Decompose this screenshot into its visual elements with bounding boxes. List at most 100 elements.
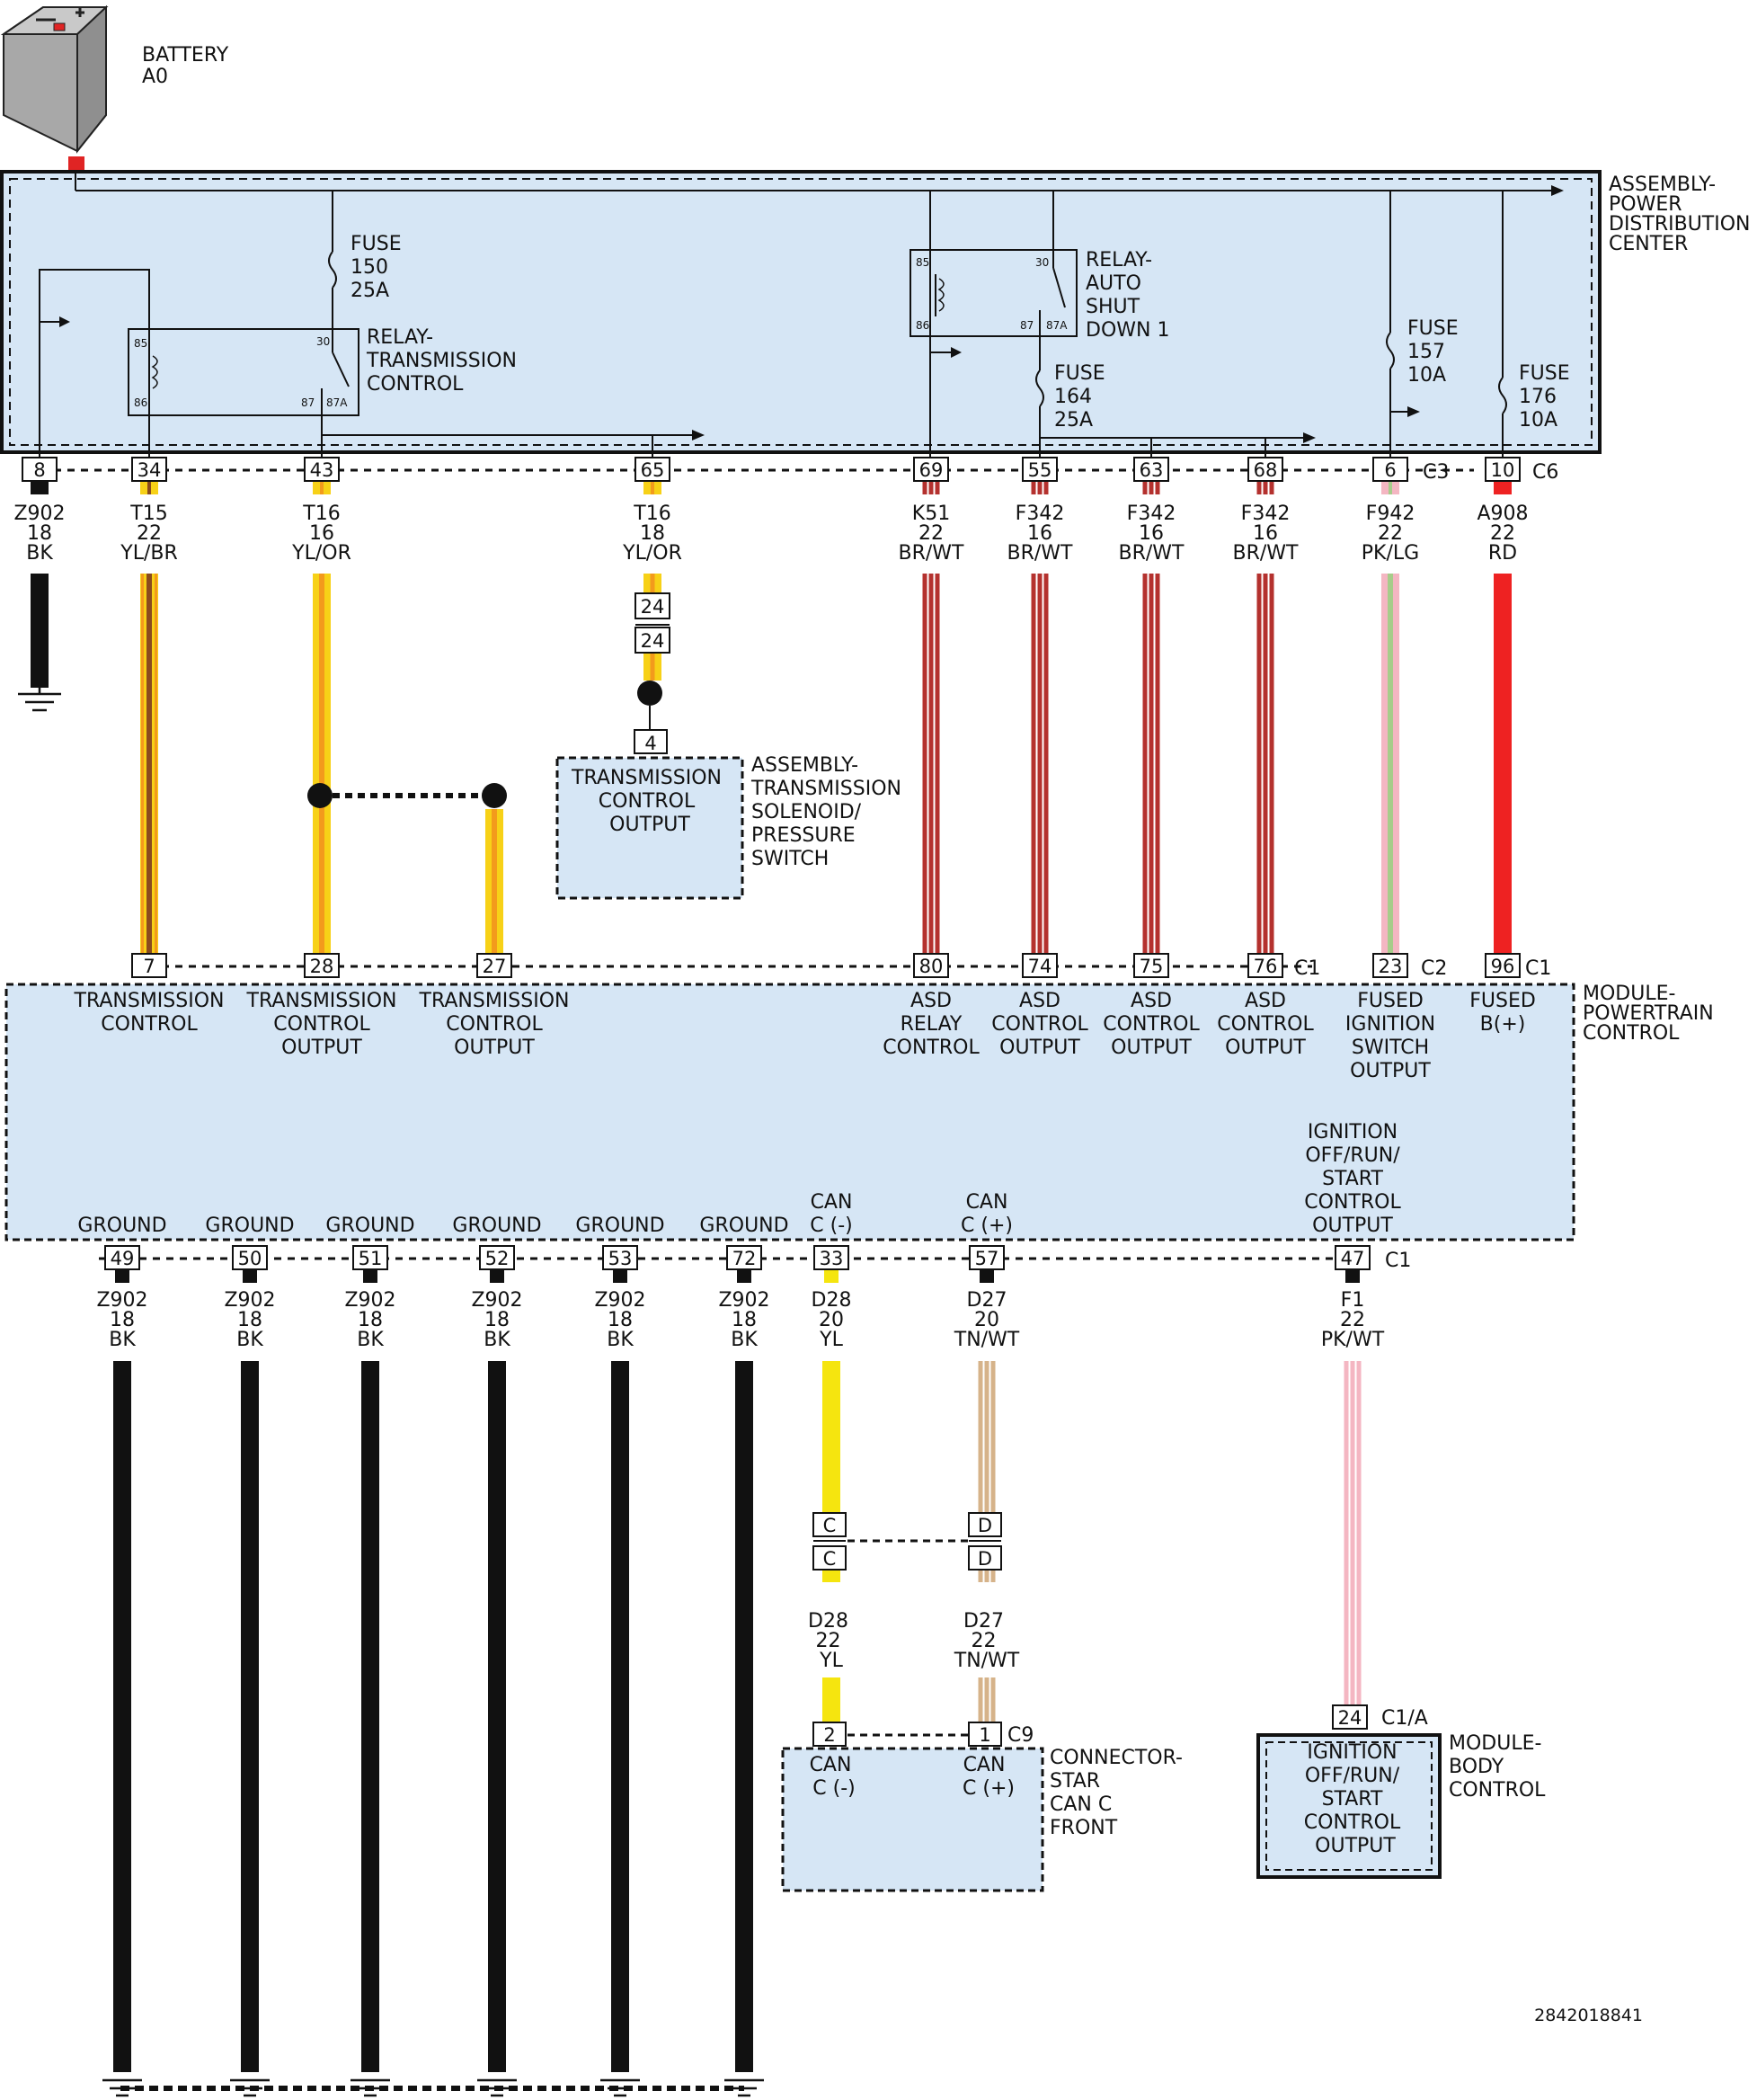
svg-text:47: 47 bbox=[1341, 1248, 1365, 1269]
svg-text:BR/WT: BR/WT bbox=[1119, 542, 1185, 565]
svg-text:7: 7 bbox=[143, 956, 155, 977]
bcm-box bbox=[1256, 1733, 1442, 1879]
pdc-pin-65 bbox=[634, 457, 670, 482]
svg-text:18: 18 bbox=[732, 1309, 757, 1331]
wire-t16-solenoid bbox=[643, 574, 661, 593]
svg-text:1: 1 bbox=[979, 1724, 990, 1746]
pcm-pin-7 bbox=[131, 953, 167, 978]
ground-icon bbox=[351, 2078, 390, 2097]
arrow-icon bbox=[692, 430, 705, 440]
svg-text:Z902: Z902 bbox=[471, 1289, 522, 1312]
svg-text:22: 22 bbox=[1340, 1309, 1365, 1331]
svg-text:CONTROL: CONTROL bbox=[1103, 1013, 1200, 1036]
svg-text:6: 6 bbox=[1384, 459, 1396, 481]
wire-z902 bbox=[31, 574, 49, 688]
svg-text:F342: F342 bbox=[1016, 503, 1065, 525]
bcm-label: MODULE- BODY CONTROL bbox=[1449, 1732, 1548, 1802]
svg-text:D: D bbox=[978, 1515, 992, 1536]
wire-stub bbox=[643, 482, 661, 494]
svg-text:CAN: CAN bbox=[811, 1191, 853, 1214]
svg-text:76: 76 bbox=[1254, 956, 1278, 977]
top-wire-labels: Z90218BKT1522YL/BRT1616YL/ORT1618YL/ORK5… bbox=[13, 503, 1528, 565]
svg-text:33: 33 bbox=[820, 1248, 844, 1269]
svg-text:27: 27 bbox=[483, 956, 507, 977]
svg-text:GROUND: GROUND bbox=[575, 1215, 664, 1237]
pcm-pin-76 bbox=[1247, 953, 1283, 978]
svg-text:Z902: Z902 bbox=[344, 1289, 395, 1312]
solenoid-pin bbox=[634, 729, 668, 754]
wire-z902-ground bbox=[611, 1361, 629, 2072]
pdc-pin-68 bbox=[1247, 457, 1283, 482]
svg-text:96: 96 bbox=[1491, 956, 1515, 977]
svg-text:18: 18 bbox=[358, 1309, 383, 1331]
svg-text:50: 50 bbox=[238, 1248, 262, 1269]
wire-stub bbox=[980, 1270, 994, 1283]
wire-a908 bbox=[1494, 574, 1512, 953]
svg-text:49: 49 bbox=[111, 1248, 135, 1269]
pdc-pin-43 bbox=[304, 457, 340, 482]
pcm-pin-49 bbox=[104, 1245, 140, 1270]
wire-stub bbox=[1142, 482, 1160, 494]
svg-text:TRANSMISSION: TRANSMISSION bbox=[419, 990, 570, 1012]
wire-d28 bbox=[822, 1677, 840, 1722]
bus-arrow-icon bbox=[1551, 185, 1564, 196]
pdc-pin-6 bbox=[1372, 457, 1408, 482]
wire-br-wt bbox=[1256, 574, 1274, 953]
svg-text:BK: BK bbox=[109, 1329, 136, 1351]
svg-text:72: 72 bbox=[732, 1248, 757, 1269]
solenoid-label: ASSEMBLY- TRANSMISSION SOLENOID/ PRESSUR… bbox=[750, 754, 908, 870]
pcm-pin-function-label: GROUND bbox=[325, 1215, 414, 1237]
svg-text:BR/WT: BR/WT bbox=[1233, 542, 1300, 565]
wire-t15 bbox=[140, 574, 158, 953]
svg-text:OUTPUT: OUTPUT bbox=[1350, 1060, 1431, 1082]
splice-dot bbox=[637, 681, 662, 706]
svg-text:OUTPUT: OUTPUT bbox=[281, 1037, 362, 1059]
wire-stub bbox=[490, 1270, 504, 1283]
svg-text:10: 10 bbox=[1491, 459, 1515, 481]
wire-d28 bbox=[822, 1361, 840, 1513]
svg-text:TN/WT: TN/WT bbox=[954, 1329, 1020, 1351]
svg-text:43: 43 bbox=[310, 459, 334, 481]
ground-icon bbox=[102, 2078, 142, 2097]
pcm-pin-50 bbox=[232, 1245, 268, 1270]
star-label: CONNECTOR- STAR CAN C FRONT bbox=[1050, 1747, 1189, 1839]
relay-asd-pins: 85 86 30 87 87A bbox=[916, 256, 1068, 332]
svg-text:ASD: ASD bbox=[1019, 990, 1060, 1012]
svg-text:CONTROL: CONTROL bbox=[101, 1013, 198, 1036]
svg-text:18: 18 bbox=[27, 522, 52, 545]
can-minus-lower-wire-label: D28 22 YL bbox=[808, 1610, 855, 1672]
svg-text:D28: D28 bbox=[812, 1289, 852, 1312]
svg-text:24: 24 bbox=[641, 596, 665, 618]
wire-br-wt bbox=[1031, 574, 1049, 953]
wire-z902-ground bbox=[113, 1361, 131, 2072]
svg-text:T16: T16 bbox=[633, 503, 670, 525]
coil-icon bbox=[151, 278, 945, 389]
svg-text:80: 80 bbox=[919, 956, 944, 977]
star-connector-box bbox=[781, 1747, 1044, 1892]
pdc-box bbox=[0, 170, 1602, 454]
svg-text:IGNITION: IGNITION bbox=[1308, 1121, 1398, 1143]
pdc-pin-8 bbox=[22, 457, 58, 482]
svg-text:TRANSMISSION: TRANSMISSION bbox=[246, 990, 397, 1012]
pcm-pin-function-label: GROUND bbox=[575, 1215, 664, 1237]
svg-text:22: 22 bbox=[137, 522, 162, 545]
svg-text:74: 74 bbox=[1028, 956, 1052, 977]
svg-text:YL/OR: YL/OR bbox=[622, 542, 682, 565]
svg-text:34: 34 bbox=[138, 459, 162, 481]
